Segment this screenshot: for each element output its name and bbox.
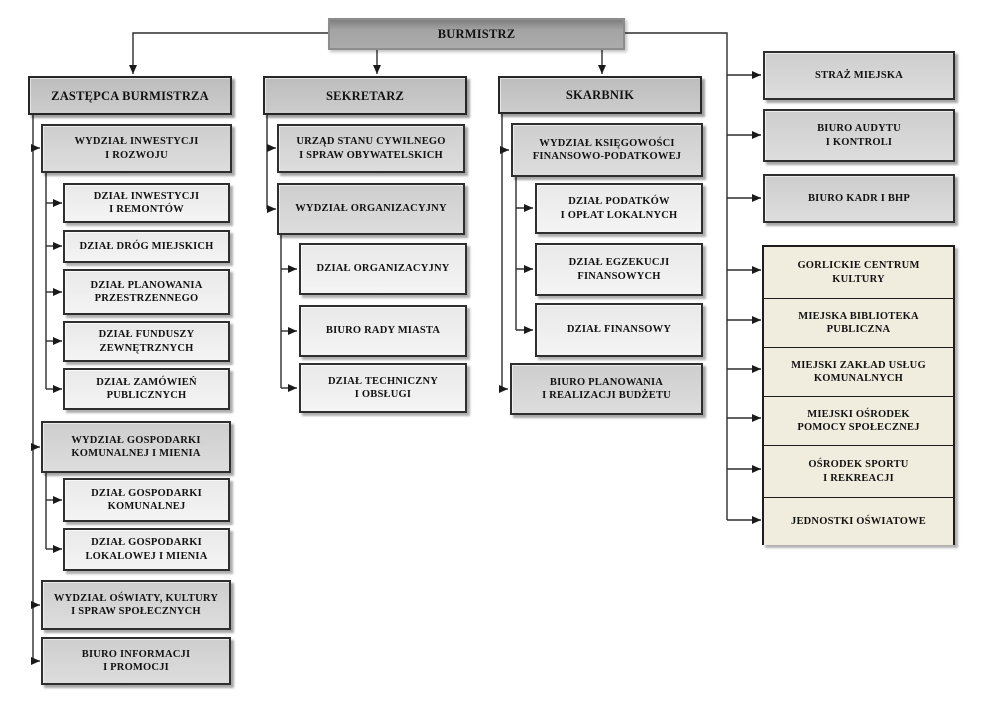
node-wydzial-organizacyjny: WYDZIAŁ ORGANIZACYJNY bbox=[277, 183, 465, 235]
node-biuro-audytu: BIURO AUDYTU I KONTROLI bbox=[763, 109, 955, 162]
node-miejski-osrodek-pomocy: MIEJSKI OŚRODEK POMOCY SPOŁECZNEJ bbox=[764, 396, 953, 445]
node-wydzial-gospodarki: WYDZIAŁ GOSPODARKI KOMUNALNEJ I MIENIA bbox=[41, 421, 231, 473]
node-biuro-informacji: BIURO INFORMACJI I PROMOCJI bbox=[41, 637, 231, 685]
node-dzial-finansowy: DZIAŁ FINANSOWY bbox=[535, 303, 703, 357]
node-dzial-gosp-lokalowej: DZIAŁ GOSPODARKI LOKALOWEJ I MIENIA bbox=[63, 528, 230, 571]
node-dzial-drog: DZIAŁ DRÓG MIEJSKICH bbox=[63, 230, 230, 263]
node-sekretarz: SEKRETARZ bbox=[263, 76, 467, 115]
node-dzial-podatkow: DZIAŁ PODATKÓW I OPŁAT LOKALNYCH bbox=[535, 183, 703, 234]
node-dzial-funduszy: DZIAŁ FUNDUSZY ZEWNĘTRZNYCH bbox=[63, 321, 230, 362]
unit-stack: GORLICKIE CENTRUM KULTURY MIEJSKA BIBLIO… bbox=[762, 245, 955, 545]
node-dzial-egzekucji: DZIAŁ EGZEKUCJI FINANSOWYCH bbox=[535, 243, 703, 296]
node-zastepca-burmistrza: ZASTĘPCA BURMISTRZA bbox=[28, 76, 232, 115]
node-wydzial-inwestycji: WYDZIAŁ INWESTYCJI I ROZWOJU bbox=[41, 124, 232, 173]
node-biuro-planowania: BIURO PLANOWANIA I REALIZACJI BUDŻETU bbox=[510, 363, 703, 415]
node-urzad-stanu-cywilnego: URZĄD STANU CYWILNEGO I SPRAW OBYWATELSK… bbox=[277, 124, 465, 173]
node-osrodek-sportu: OŚRODEK SPORTU I REKREACJI bbox=[764, 445, 953, 497]
node-dzial-organizacyjny: DZIAŁ ORGANIZACYJNY bbox=[299, 243, 467, 295]
node-biuro-rady-miasta: BIURO RADY MIASTA bbox=[299, 305, 467, 357]
node-wydzial-ksiegowosci: WYDZIAŁ KSIĘGOWOŚCI FINANSOWO-PODATKOWEJ bbox=[511, 123, 703, 177]
node-straz-miejska: STRAŻ MIEJSKA bbox=[763, 51, 955, 100]
node-skarbnik: SKARBNIK bbox=[498, 76, 702, 114]
node-biuro-kadr: BIURO KADR I BHP bbox=[763, 174, 955, 223]
node-dzial-techniczny: DZIAŁ TECHNICZNY I OBSŁUGI bbox=[299, 363, 467, 413]
node-dzial-inwestycji: DZIAŁ INWESTYCJI I REMONTÓW bbox=[63, 183, 230, 223]
node-gorlickie-centrum-kultury: GORLICKIE CENTRUM KULTURY bbox=[764, 247, 953, 298]
node-jednostki-oswiatowe: JEDNOSTKI OŚWIATOWE bbox=[764, 497, 953, 545]
node-dzial-zamowien: DZIAŁ ZAMÓWIEŃ PUBLICZNYCH bbox=[63, 368, 230, 410]
node-burmistrz: BURMISTRZ bbox=[328, 18, 625, 50]
node-miejska-biblioteka: MIEJSKA BIBLIOTEKA PUBLICZNA bbox=[764, 298, 953, 347]
node-dzial-gosp-komunalnej: DZIAŁ GOSPODARKI KOMUNALNEJ bbox=[63, 478, 230, 522]
node-dzial-planowania: DZIAŁ PLANOWANIA PRZESTRZENNEGO bbox=[63, 269, 230, 315]
node-miejski-zaklad-uslug: MIEJSKI ZAKŁAD USŁUG KOMUNALNYCH bbox=[764, 347, 953, 396]
node-wydzial-oswiaty: WYDZIAŁ OŚWIATY, KULTURY I SPRAW SPOŁECZ… bbox=[41, 580, 231, 630]
